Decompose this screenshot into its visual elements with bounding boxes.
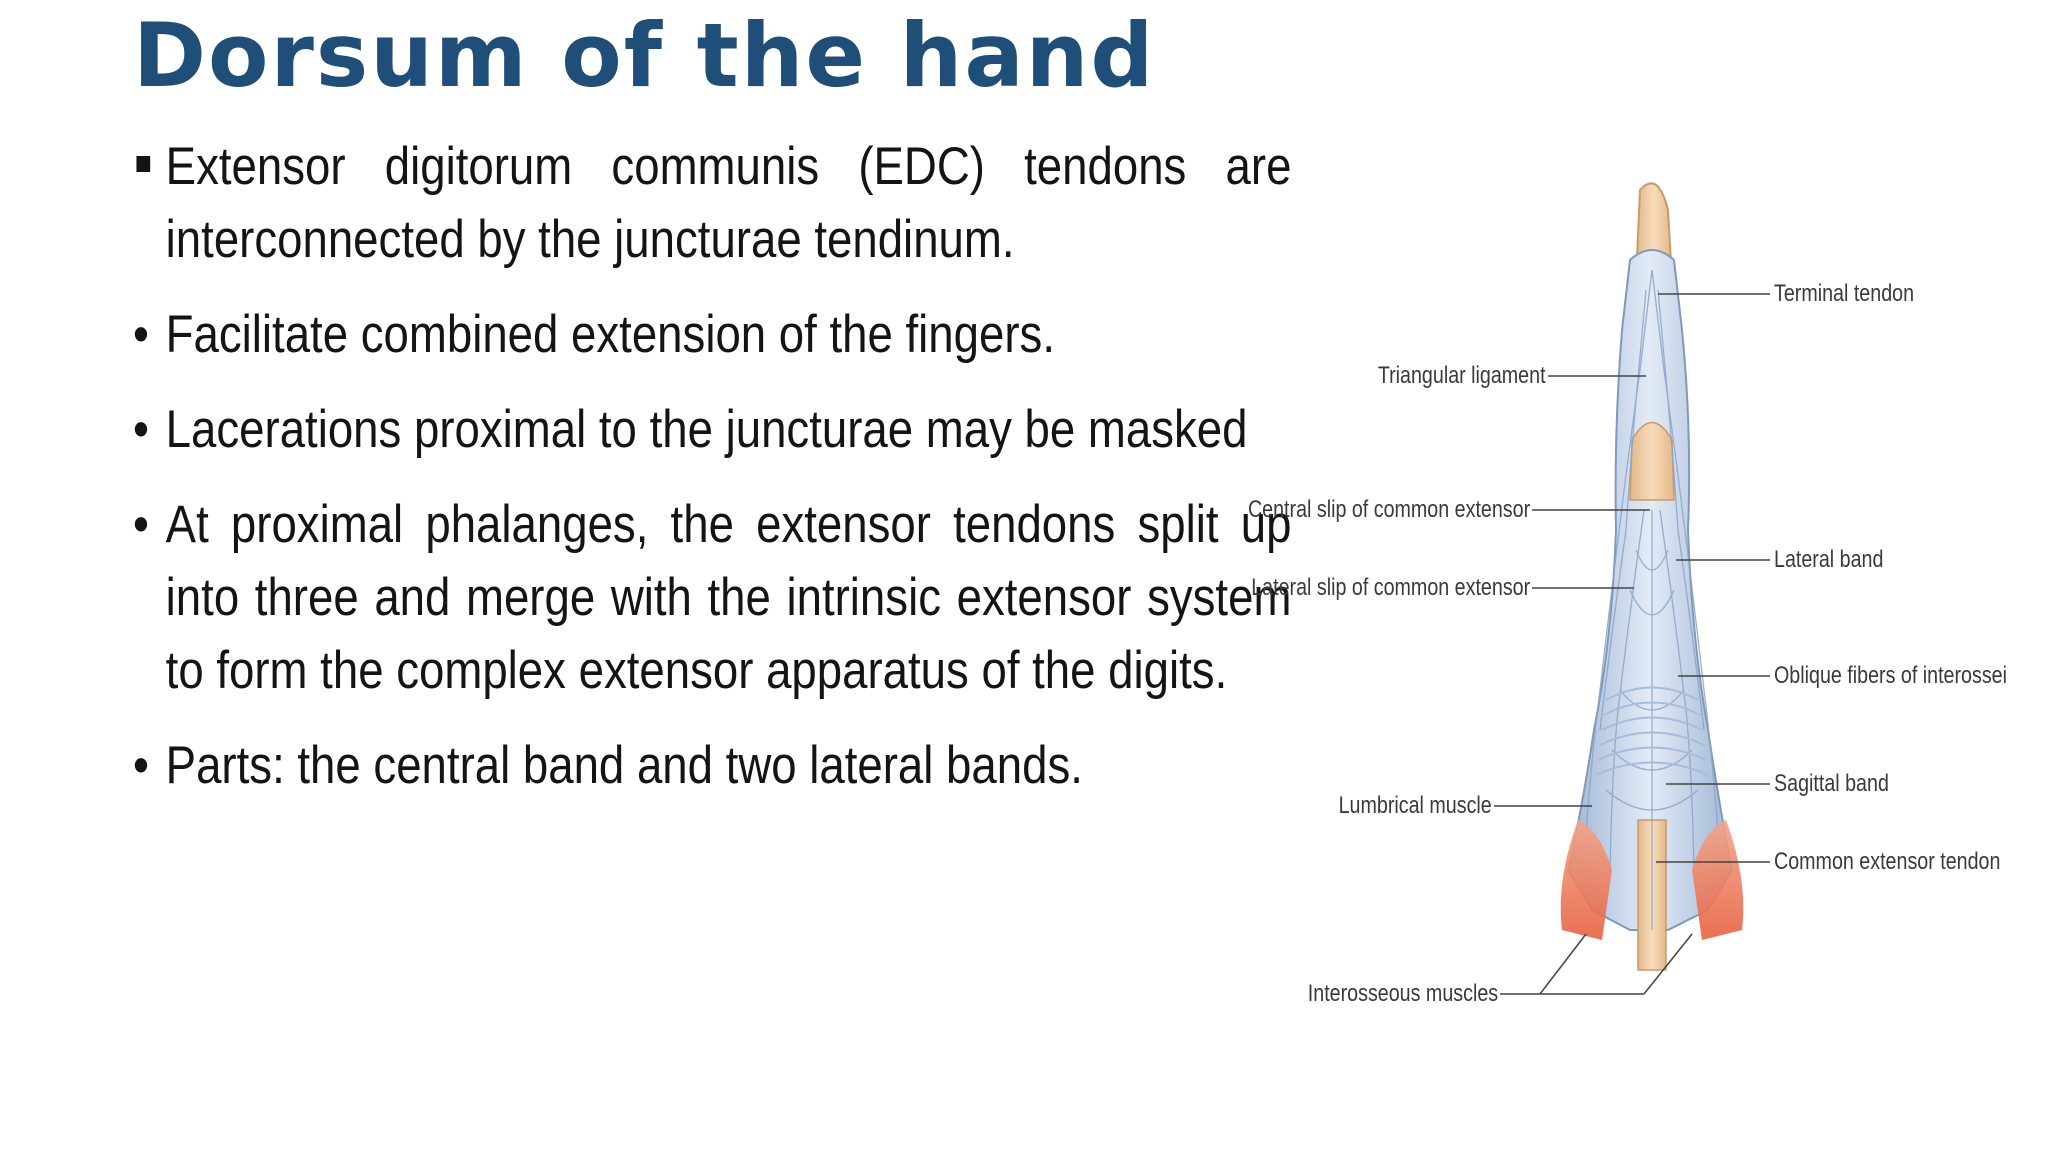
- bullet-item: • Facilitate combined extension of the f…: [133, 298, 1291, 371]
- bullet-marker: •: [133, 495, 149, 554]
- bullet-item: • At proximal phalanges, the extensor te…: [133, 488, 1291, 707]
- bullet-item: Extensor digitorum communis (EDC) tendon…: [133, 130, 1291, 276]
- bullet-item: • Parts: the central band and two latera…: [133, 729, 1291, 802]
- label-lateral-band: Lateral band: [1774, 546, 1884, 573]
- bullet-text: Lacerations proximal to the juncturae ma…: [165, 400, 1248, 459]
- sagittal-band-stripes: [1595, 686, 1709, 776]
- label-sagittal-band: Sagittal band: [1774, 770, 1889, 797]
- finger-anatomy-drawing: [1494, 182, 1770, 995]
- right-interosseous-muscle-shape: [1692, 820, 1744, 940]
- extensor-apparatus-illustration: Terminal tendon Lateral band Oblique fib…: [1248, 170, 2020, 1040]
- label-lumbrical-muscle: Lumbrical muscle: [1338, 792, 1492, 819]
- label-central-slip: Central slip of common extensor: [1247, 496, 1530, 523]
- bullet-marker: •: [133, 305, 149, 364]
- bullet-item: • Lacerations proximal to the juncturae …: [133, 393, 1291, 466]
- label-triangular-ligament: Triangular ligament: [1378, 362, 1546, 389]
- bullet-text: Extensor digitorum communis (EDC) tendon…: [165, 137, 1292, 269]
- label-common-extensor-tendon: Common extensor tendon: [1774, 848, 2001, 875]
- label-oblique-fibers: Oblique fibers of interossei: [1774, 662, 2008, 689]
- bullet-marker: •: [133, 736, 149, 795]
- bullet-text: Facilitate combined extension of the fin…: [165, 305, 1055, 364]
- bullet-list: Extensor digitorum communis (EDC) tendon…: [133, 130, 1291, 824]
- middle-phalanx-shape: [1629, 421, 1675, 501]
- left-interosseous-muscle-shape: [1560, 820, 1612, 940]
- slide-title: Dorsum of the hand: [133, 4, 1156, 107]
- label-leader-lines: [1494, 293, 1770, 995]
- square-bullet-icon: [136, 156, 151, 172]
- label-terminal-tendon: Terminal tendon: [1774, 280, 1915, 307]
- bullet-marker: •: [133, 400, 149, 459]
- bullet-text: At proximal phalanges, the extensor tend…: [165, 495, 1292, 700]
- label-lateral-slip: Lateral slip of common extensor: [1251, 574, 1530, 601]
- bullet-text: Parts: the central band and two lateral …: [165, 736, 1083, 795]
- label-interosseous-muscles: Interosseous muscles: [1307, 980, 1498, 1007]
